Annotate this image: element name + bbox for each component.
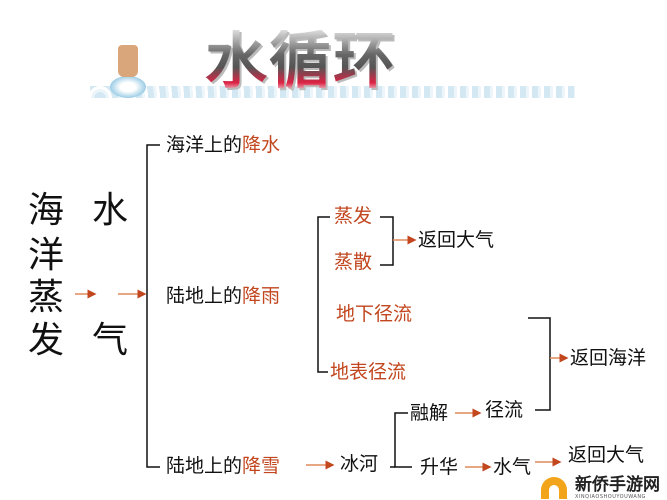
swim-ring-image bbox=[110, 76, 146, 98]
glacier-label: 冰河 bbox=[340, 453, 379, 475]
left-char: 水 bbox=[92, 190, 129, 231]
surface-runoff-label: 地表径流 bbox=[330, 361, 407, 383]
evaporation-label: 蒸发 bbox=[334, 205, 373, 227]
main-bracket bbox=[146, 144, 160, 468]
left-char: 发 bbox=[28, 320, 65, 361]
watermark-pinyin: XINQIAOSHOUYOUWANG bbox=[575, 494, 646, 500]
watermark: 新侨手游网 XINQIAOSHOUYOUWANG bbox=[537, 477, 667, 500]
wave-decoration bbox=[90, 86, 575, 98]
diagram-title: 水循环 bbox=[205, 24, 398, 97]
groundwater-runoff-label: 地下径流 bbox=[336, 303, 413, 325]
mascot-image bbox=[118, 45, 138, 77]
watermark-name: 新侨手游网 bbox=[575, 475, 660, 495]
left-char: 蒸 bbox=[28, 277, 65, 318]
branch-ocean-precip: 海洋上的降水 bbox=[166, 134, 281, 156]
evap-bracket bbox=[380, 216, 394, 266]
return-atmosphere-label-2: 返回大气 bbox=[568, 444, 645, 466]
transpiration-label: 蒸散 bbox=[334, 251, 373, 273]
sublimation-label: 升华 bbox=[420, 456, 459, 478]
left-char: 海 bbox=[28, 190, 65, 231]
branch-land-snow: 陆地上的降雪 bbox=[166, 455, 281, 477]
glacier-bracket bbox=[394, 412, 412, 468]
ocean-bracket bbox=[528, 317, 551, 411]
rain-bracket bbox=[317, 216, 330, 373]
return-atmosphere-label: 返回大气 bbox=[418, 229, 495, 251]
melting-label: 融解 bbox=[410, 402, 449, 424]
watermark-logo-icon bbox=[541, 477, 567, 499]
return-ocean-label: 返回海洋 bbox=[570, 347, 647, 369]
runoff-label: 径流 bbox=[485, 399, 524, 421]
left-char: 气 bbox=[92, 320, 129, 361]
vapor-label: 水气 bbox=[493, 456, 532, 478]
left-char: 洋 bbox=[28, 235, 65, 276]
branch-land-rain: 陆地上的降雨 bbox=[166, 285, 281, 307]
